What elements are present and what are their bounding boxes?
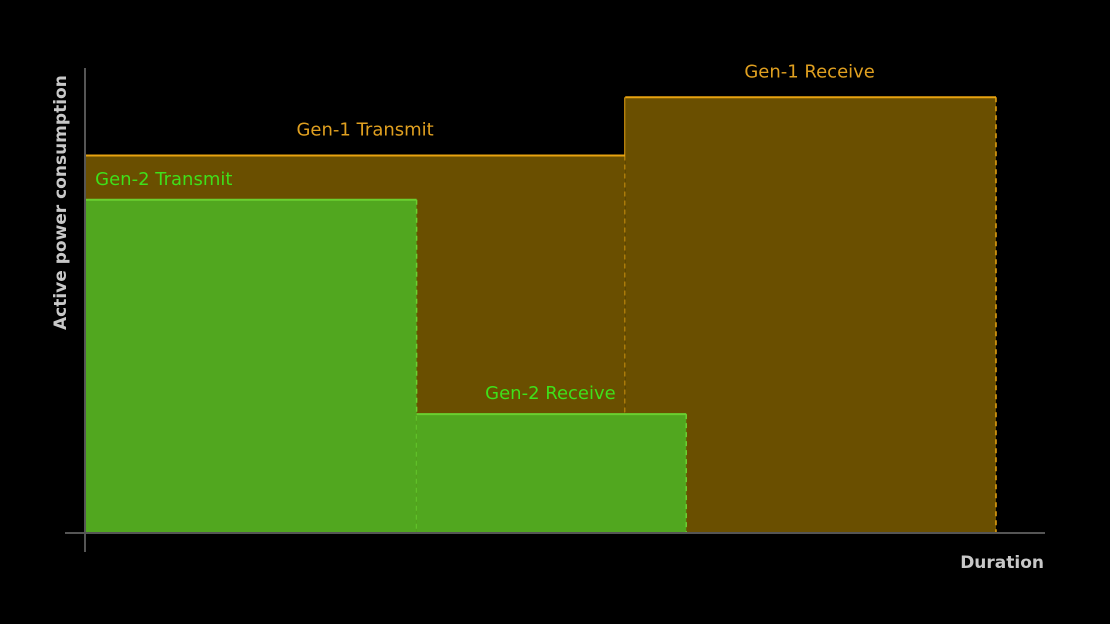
gen-2-transmit-label: Gen-2 Transmit — [95, 169, 232, 190]
y-axis-title: Active power consumption — [51, 75, 71, 330]
x-axis-title: Duration — [960, 553, 1044, 573]
gen-2-receive-bar — [416, 414, 687, 533]
gen-2-transmit-bar — [85, 199, 417, 533]
gen-2-receive-label: Gen-2 Receive — [485, 383, 616, 404]
gen-1-receive-bar — [625, 97, 996, 533]
gen2-series — [85, 198, 688, 533]
gen-1-transmit-label: Gen-1 Transmit — [296, 120, 433, 141]
axes — [65, 68, 1045, 552]
gen-1-receive-label: Gen-1 Receive — [744, 61, 875, 82]
